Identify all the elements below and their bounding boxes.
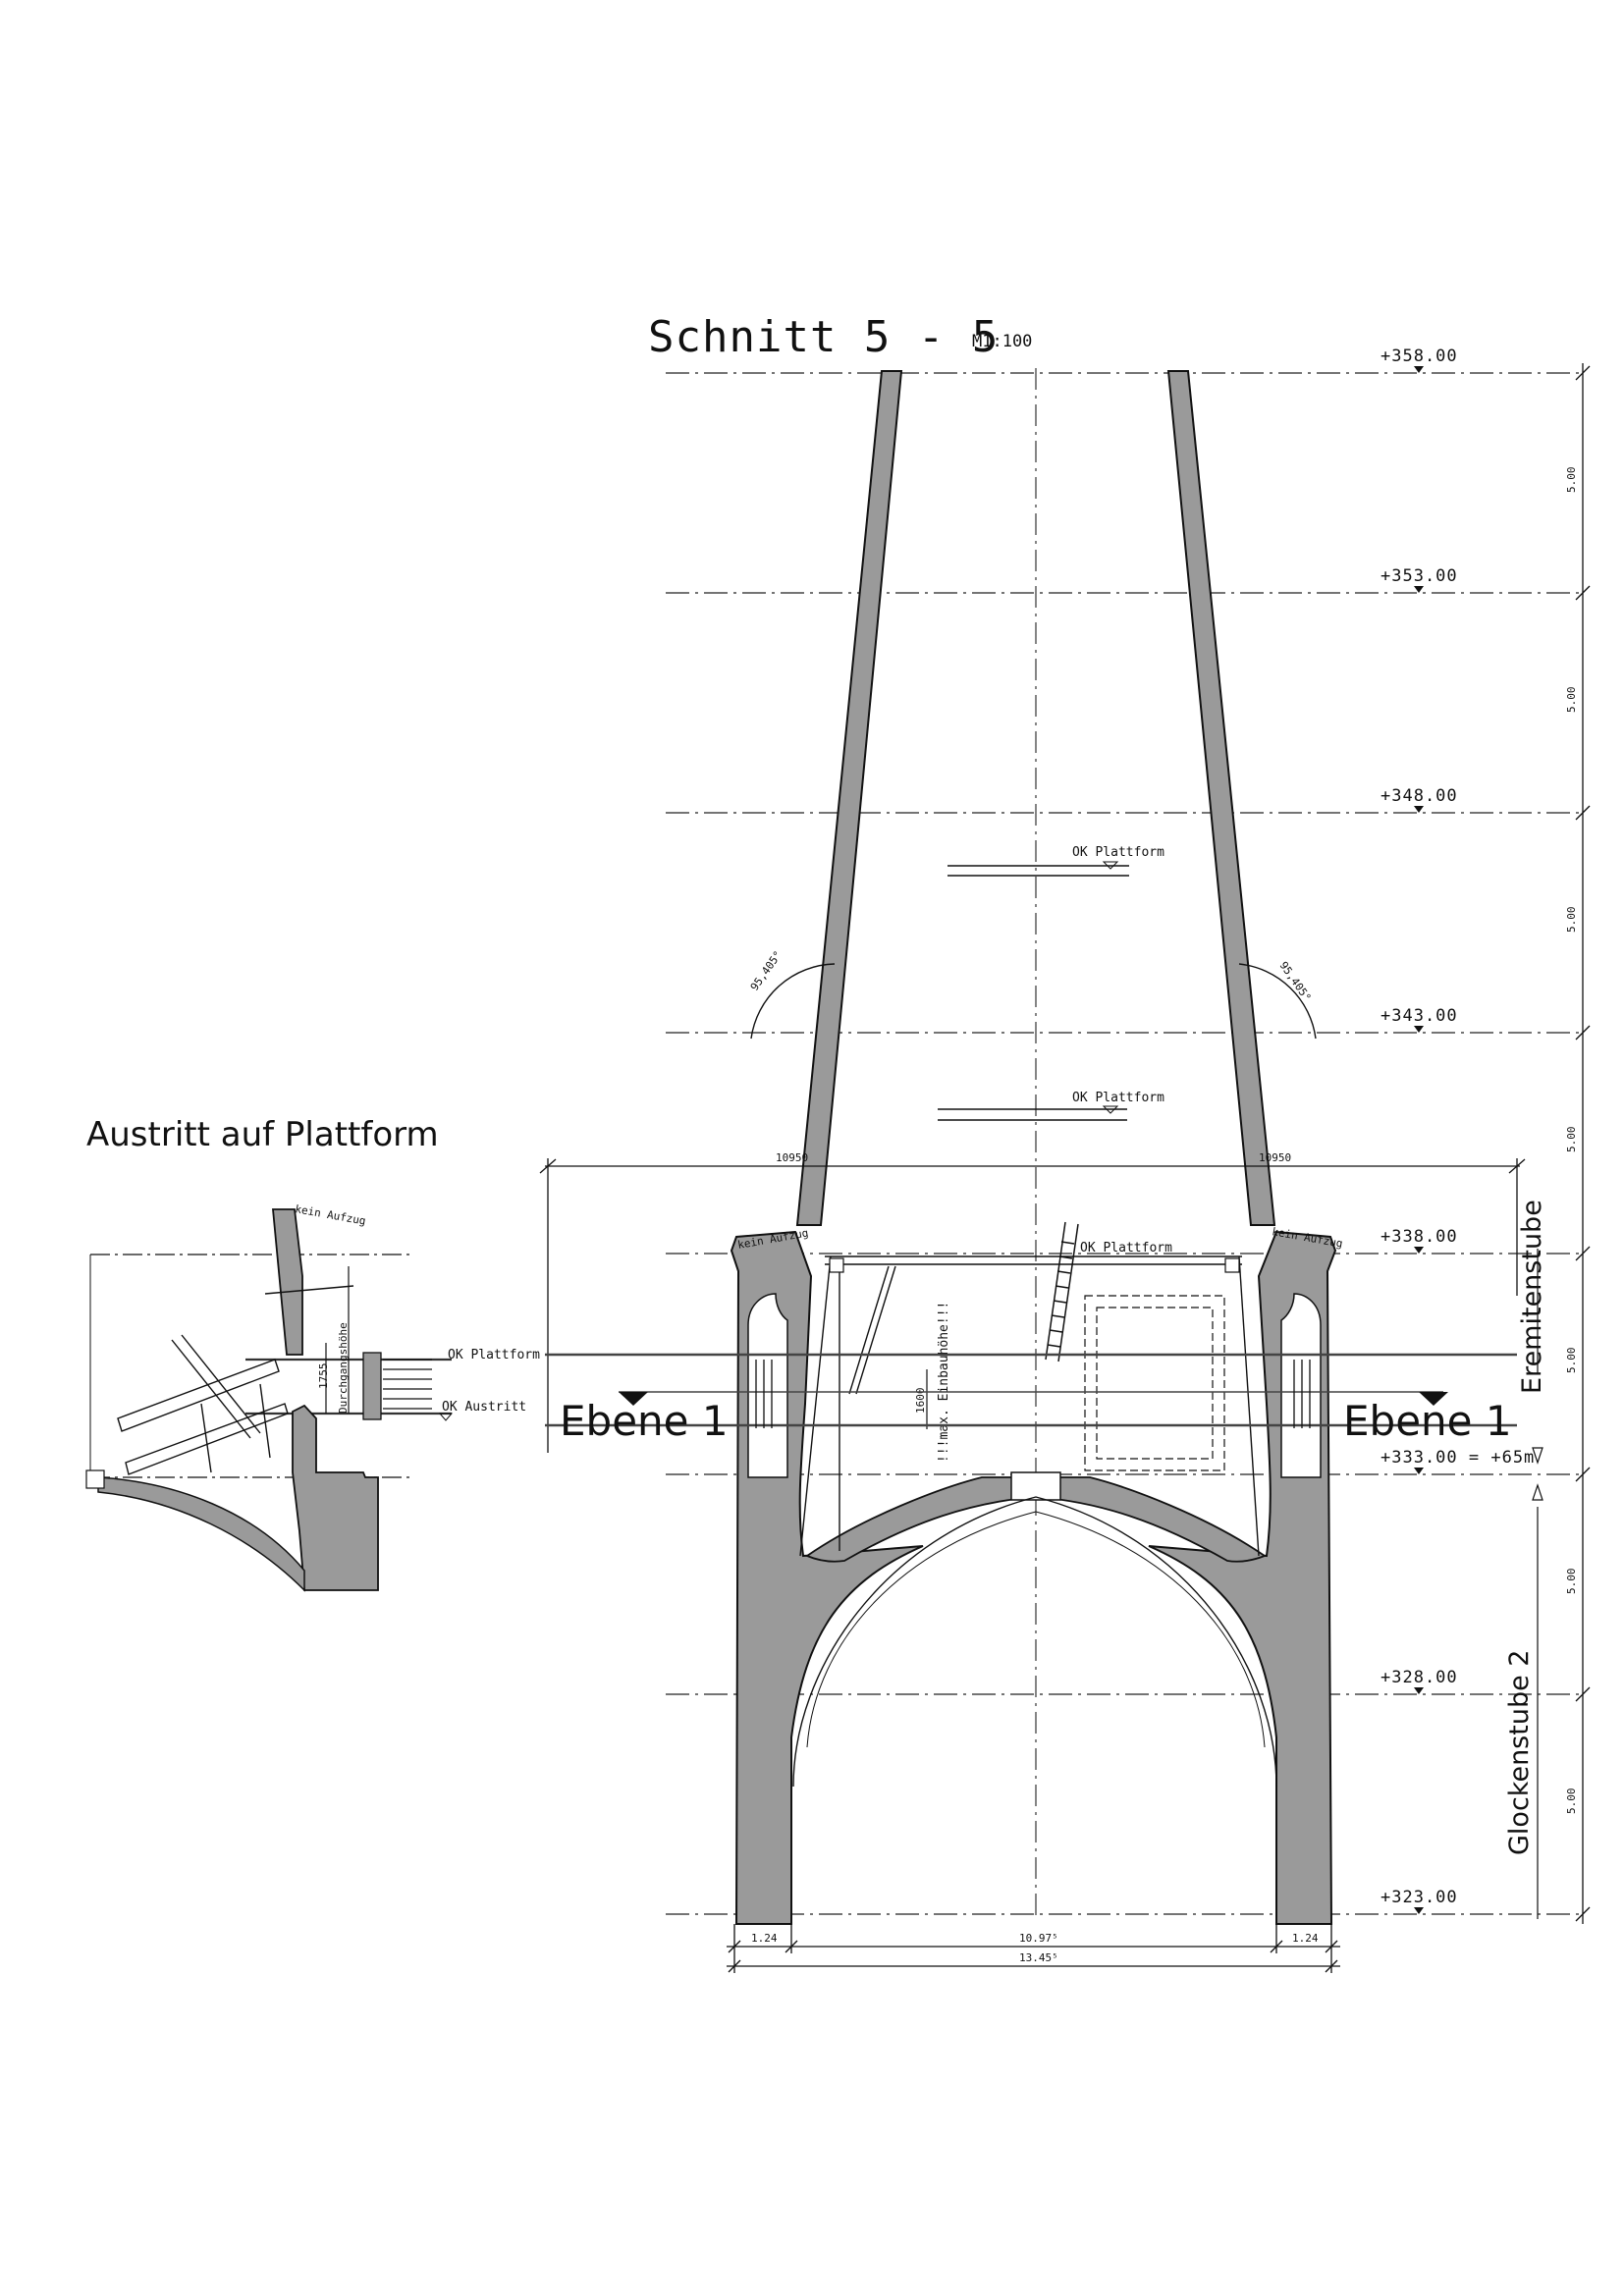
elevation-label: +328.00 xyxy=(1380,1668,1458,1687)
wall-niches xyxy=(747,1293,1322,1478)
elevation-label: +323.00 xyxy=(1380,1888,1458,1907)
level-marker-icon xyxy=(619,1392,648,1406)
level-marker-icon xyxy=(1414,366,1424,373)
segment-height: 5.00 xyxy=(1565,1348,1578,1374)
segment-height: 5.00 xyxy=(1565,687,1578,714)
opening-outline xyxy=(1084,1295,1225,1471)
spire-wall-left xyxy=(795,370,903,1226)
elevation-label: +333.00 = +65m xyxy=(1380,1448,1535,1468)
level-marker-icon xyxy=(1102,861,1119,870)
spire-walls xyxy=(795,370,1276,1226)
niche-right xyxy=(1280,1293,1322,1478)
detail-no-lift-label: kein Aufzug xyxy=(294,1202,366,1227)
elevation-label: +353.00 xyxy=(1380,566,1458,586)
wall-ties xyxy=(755,1360,1311,1428)
detail-step-lines xyxy=(362,1352,432,1420)
detail-wall-lower xyxy=(292,1404,379,1591)
detail-platform-label: OK Plattform xyxy=(448,1348,540,1362)
detail-height: 1755 xyxy=(317,1363,330,1390)
vault-arch-outer xyxy=(792,1496,1277,1788)
vault-crown xyxy=(805,1476,1267,1563)
level-marker-icon xyxy=(1414,586,1424,593)
segment-heights: 5.00 5.00 5.00 5.00 5.00 5.00 5.00 xyxy=(1565,467,1578,1815)
vault xyxy=(792,1471,1277,1788)
angle-arc-left xyxy=(750,963,836,1040)
segment-height: 5.00 xyxy=(1565,1127,1578,1153)
level-marker-icon xyxy=(1414,1907,1424,1914)
segment-height: 5.00 xyxy=(1565,907,1578,934)
upper-platforms xyxy=(938,865,1129,1121)
inner-structure xyxy=(799,1255,1260,1557)
room-boundary-icon xyxy=(1532,1447,1543,1501)
vertical-dimension-chain xyxy=(1575,363,1591,1924)
vault-arch-inner xyxy=(806,1511,1266,1748)
segment-height: 5.00 xyxy=(1565,467,1578,494)
width-dimension xyxy=(539,1158,1526,1453)
drawing-title: Schnitt 5 - 5 xyxy=(648,312,999,362)
room-label-eremitenstube: Eremitenstube xyxy=(1517,1200,1547,1394)
detail-wall-upper xyxy=(272,1208,303,1356)
spire-wall-right xyxy=(1166,370,1276,1226)
room-label-glockenstube: Glockenstube 2 xyxy=(1504,1650,1535,1855)
dimension-wall-right: 1.24 xyxy=(1292,1932,1319,1945)
platform-label: OK Plattform xyxy=(1072,1091,1164,1105)
elevation-label: +348.00 xyxy=(1380,786,1458,806)
vault-keystone xyxy=(1010,1471,1061,1501)
segment-height: 5.00 xyxy=(1565,1569,1578,1595)
angle-arc-right xyxy=(1238,963,1317,1040)
level-marker-icon xyxy=(1414,1247,1424,1254)
width-label-left: 10950 xyxy=(776,1151,808,1164)
beam-end xyxy=(829,1257,844,1273)
level-marker-icon xyxy=(1414,1468,1424,1474)
detail-title: Austritt auf Plattform xyxy=(86,1115,439,1154)
level-marker-icon xyxy=(1414,1687,1424,1694)
beam-end xyxy=(1224,1257,1240,1273)
dimension-wall-left: 1.24 xyxy=(751,1932,778,1945)
detail-stair-icon xyxy=(117,1334,289,1475)
detail-passage-label: Durchgangshöhe xyxy=(337,1322,350,1414)
detail-exit-label: OK Austritt xyxy=(442,1400,526,1415)
elevation-label: +338.00 xyxy=(1380,1227,1458,1247)
platform-label: OK Plattform xyxy=(1080,1241,1172,1255)
segment-height: 5.00 xyxy=(1565,1789,1578,1815)
drawing-scale: M1:100 xyxy=(972,332,1032,351)
level-label-left: Ebene 1 xyxy=(560,1397,729,1445)
elevation-label: +358.00 xyxy=(1380,347,1458,366)
level-marker-icon xyxy=(1419,1392,1448,1406)
width-label-right: 10950 xyxy=(1259,1151,1291,1164)
bottom-dimensions xyxy=(727,1924,1340,1973)
dimension-inner: 10.97⁵ xyxy=(1019,1932,1058,1945)
angle-markers xyxy=(750,963,1317,1040)
level-marker-icon xyxy=(1414,1026,1424,1033)
dimension-total: 13.45⁵ xyxy=(1019,1951,1058,1964)
level-marker-icon xyxy=(1102,1105,1119,1114)
niche-left xyxy=(747,1293,788,1478)
install-height: 1600 xyxy=(914,1388,927,1415)
elevation-labels: +358.00 +353.00 +348.00 +343.00 +338.00 … xyxy=(1380,347,1535,1914)
level-marker-icon xyxy=(438,1413,454,1421)
elevation-label: +343.00 xyxy=(1380,1006,1458,1026)
ladder-icon xyxy=(1045,1221,1079,1362)
level-marker-icon xyxy=(1414,806,1424,813)
detail-vault xyxy=(97,1476,305,1592)
level-label-right: Ebene 1 xyxy=(1343,1397,1512,1445)
platform-label: OK Plattform xyxy=(1072,845,1164,860)
detail-view xyxy=(85,1208,452,1592)
install-note: !!!max. Einbauhöhe!!! xyxy=(937,1302,951,1463)
